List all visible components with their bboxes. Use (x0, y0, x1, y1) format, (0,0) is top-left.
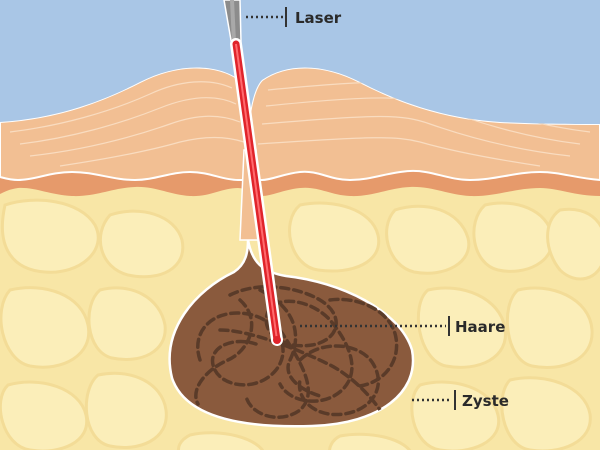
laser-fiber (230, 38, 283, 346)
laser-tip-glow (273, 336, 281, 344)
label-laser: Laser (295, 9, 342, 27)
fat-cells (0, 198, 600, 450)
label-hair: Haare (455, 318, 505, 336)
outside-air (0, 0, 600, 124)
label-cyst: Zyste (462, 392, 509, 410)
leader-lines (246, 15, 452, 402)
leader-end-ticks (285, 7, 456, 410)
